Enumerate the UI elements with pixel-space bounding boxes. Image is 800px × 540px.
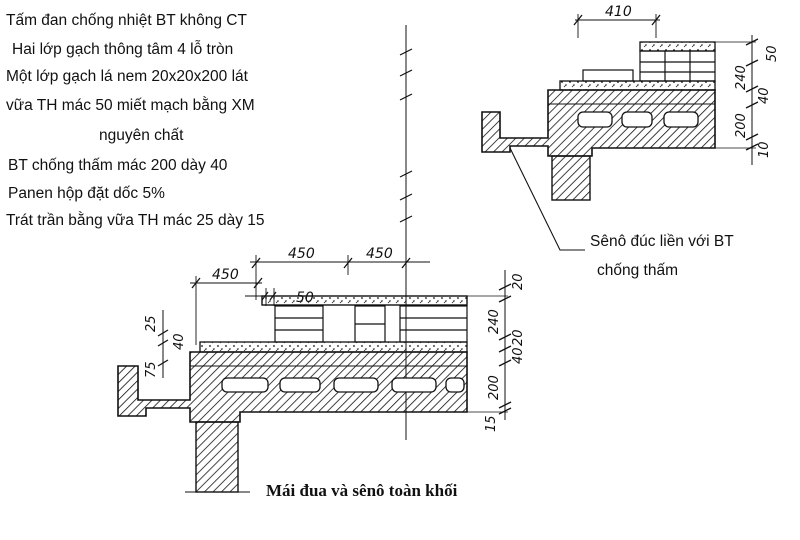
dim-v25: 25 <box>144 315 159 332</box>
dimension-labels: 450 450 450 50 25 40 75 15 20 240 40 20 … <box>144 4 780 432</box>
layer-note-2: Hai lớp gạch thông tâm 4 lỗ tròn <box>12 41 234 58</box>
detail-dim-r10: 10 <box>757 141 772 158</box>
layer-note-1: Tấm đan chống nhiệt BT không CT <box>6 12 247 29</box>
hollow-cores <box>221 377 465 393</box>
detail-dim-r240: 240 <box>734 65 749 90</box>
dim-left-450: 450 <box>212 267 239 283</box>
callout-leader <box>509 147 585 251</box>
layer-note-8: Trát trần bằng vữa TH mác 25 dày 15 <box>6 212 265 229</box>
dim-top-450-a: 450 <box>288 246 315 262</box>
layer-note-7: Panen hộp đặt dốc 5% <box>8 185 165 202</box>
layer-note-5: nguyên chất <box>99 127 184 144</box>
layer-note-3: Một lớp gạch lá nem 20x20x200 lát <box>6 68 248 85</box>
tile-layer <box>199 341 468 353</box>
dim-v75: 75 <box>144 361 159 378</box>
thermal-slab <box>261 295 468 306</box>
main-section <box>117 25 512 493</box>
detail-section <box>481 14 759 251</box>
detail-dim-410: 410 <box>605 4 632 20</box>
dim-r240: 240 <box>487 309 502 334</box>
axis-ticks <box>399 48 413 223</box>
detail-dim-r200: 200 <box>734 113 749 138</box>
dim-r20-b: 20 <box>511 329 526 346</box>
wall-main <box>195 421 239 493</box>
dim-r40: 40 <box>511 347 526 364</box>
dim-v40: 40 <box>172 333 187 350</box>
detail-dim-r40: 40 <box>757 87 772 104</box>
dim-r20-top: 20 <box>511 273 526 290</box>
layer-note-6: BT chống thấm mác 200 dày 40 <box>8 157 228 174</box>
callout-line-2: chống thấm <box>597 262 678 279</box>
figure-caption: Mái đua và sênô toàn khối <box>266 481 458 500</box>
dim-v15: 15 <box>484 415 499 432</box>
dim-w50: 50 <box>296 290 314 306</box>
detail-dim-r50: 50 <box>765 45 780 62</box>
brick-layer <box>274 305 468 343</box>
callout-line-1: Sênô đúc liền với BT <box>590 233 734 250</box>
layer-note-4: vữa TH mác 50 miết mạch bằng XM <box>6 97 255 114</box>
dim-r200: 200 <box>487 375 502 400</box>
dim-top-450-b: 450 <box>366 246 393 262</box>
